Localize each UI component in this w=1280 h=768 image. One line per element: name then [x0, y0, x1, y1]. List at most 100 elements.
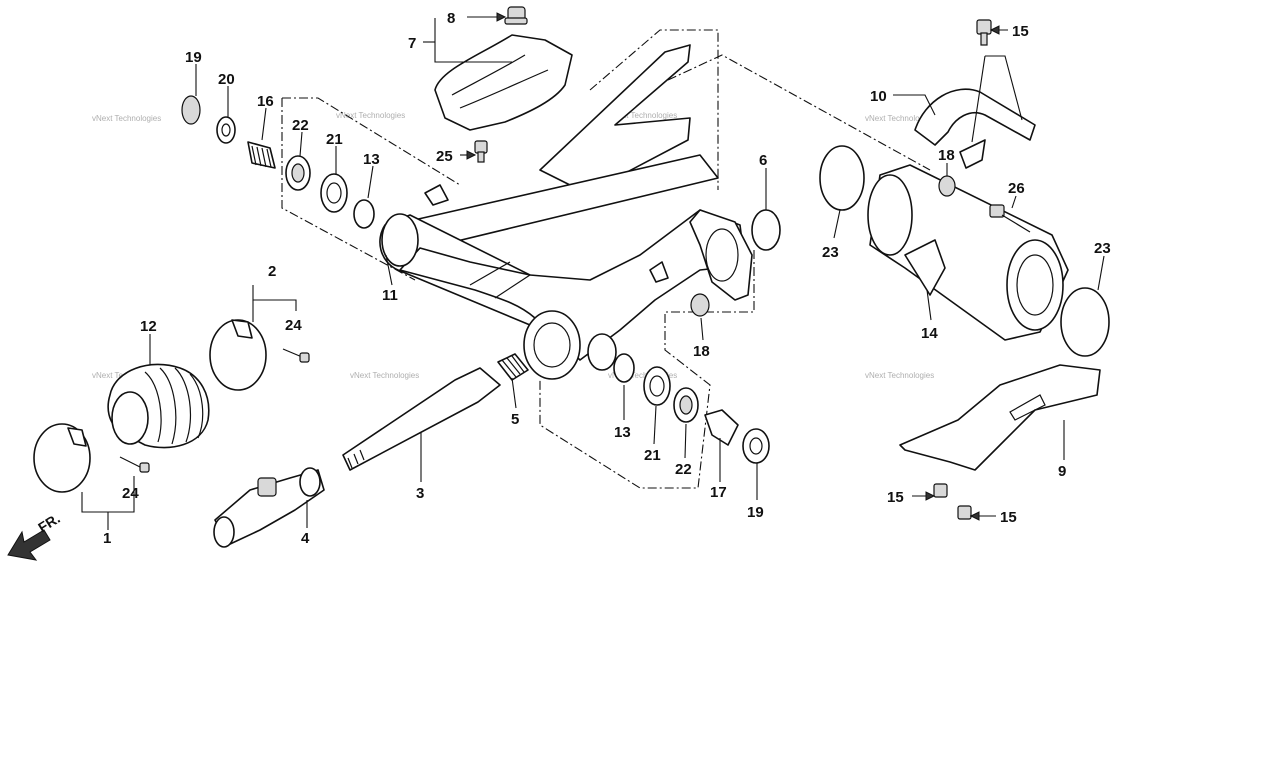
nut-18-right — [938, 175, 956, 197]
housing-14-flange-left — [867, 174, 913, 256]
swingarm-frame — [379, 44, 753, 380]
callout-22-right: 22 — [675, 461, 692, 478]
housing-14-bracket — [904, 239, 946, 296]
swingarm-rib-2 — [494, 274, 531, 299]
callout-15-lower: 15 — [887, 489, 904, 506]
drive-shaft-3-spline — [347, 449, 365, 469]
bolt-25 — [474, 140, 488, 154]
right-housing-group — [751, 19, 1110, 520]
nut-19-right-hole — [749, 437, 763, 455]
callout-4: 4 — [301, 530, 310, 547]
drive-shaft-3 — [342, 367, 501, 471]
bearing-21-left-inner — [326, 182, 342, 204]
assembly-line-left-top — [282, 97, 461, 186]
spring-5 — [497, 353, 529, 381]
callout-7: 7 — [408, 35, 416, 52]
o-ring-23-right — [1060, 287, 1110, 357]
callout-21-right: 21 — [644, 447, 661, 464]
swingarm-axle-housing — [523, 310, 581, 380]
boot-12-mouth — [111, 391, 149, 445]
swingarm-flange — [689, 209, 753, 301]
pivot-bolt-16-thread — [251, 145, 272, 168]
left-fastener-group — [181, 95, 375, 229]
front-arrow-icon — [7, 529, 51, 561]
collar-13-right — [613, 353, 635, 383]
watermark-2: vNext Technologies — [336, 111, 405, 120]
callout-16: 16 — [257, 93, 274, 110]
watermark-8: vNext Technologies — [865, 371, 934, 380]
front-arrow-group: FR. — [7, 510, 63, 561]
washer-20-hole — [221, 123, 231, 137]
swingarm-pivot-end — [381, 213, 419, 267]
callout-15-top: 15 — [1012, 23, 1029, 40]
assembly-line-left-bearings — [281, 98, 416, 281]
clamp-1-tab — [67, 427, 87, 447]
front-label: FR. — [35, 510, 63, 536]
assembly-line-top-frame — [589, 29, 719, 190]
bolt-15-top — [976, 19, 992, 35]
o-ring-6 — [751, 209, 781, 251]
callout-10: 10 — [870, 88, 887, 105]
callout-21-left: 21 — [326, 131, 343, 148]
assembly-line-right-down — [539, 250, 755, 489]
watermark-7: vNext Technologies — [608, 371, 677, 380]
collar-13-left — [353, 199, 375, 229]
callout-15-bottom: 15 — [1000, 509, 1017, 526]
swingarm-stub — [587, 333, 617, 371]
top-cover-group — [434, 6, 573, 163]
seal-22-left-inner — [291, 163, 305, 183]
callout-5: 5 — [511, 411, 519, 428]
callout-13-right: 13 — [614, 424, 631, 441]
leader-lines — [81, 16, 1105, 530]
bolt-15-top-shank — [980, 32, 988, 46]
callout-arrowheads — [466, 12, 1000, 521]
bearing-21-left — [320, 173, 348, 213]
callout-23-right: 23 — [1094, 240, 1111, 257]
callout-9: 9 — [1058, 463, 1066, 480]
top-cover — [434, 34, 573, 131]
bearing-21-right-inner — [649, 375, 665, 397]
housing-14-flange-right — [1006, 239, 1064, 331]
seal-22-right-inner — [679, 395, 693, 415]
universal-joint-4-cross — [257, 477, 277, 497]
top-cover-inner — [451, 54, 549, 109]
boot-12-ribs — [144, 367, 204, 445]
watermark-6: vNext Technologies — [350, 371, 419, 380]
spring-5-coils — [501, 355, 525, 378]
callout-24-lower: 24 — [122, 485, 139, 502]
swingarm-clip — [424, 184, 449, 206]
callout-18-center: 18 — [693, 343, 710, 360]
callout-2: 2 — [268, 263, 276, 280]
cap-10-foot — [959, 139, 986, 169]
callout-19-right: 19 — [747, 504, 764, 521]
bolt-8-head — [504, 17, 528, 25]
bearing-21-right — [643, 366, 671, 406]
o-ring-23-left — [819, 145, 865, 211]
cap-10 — [914, 88, 1036, 146]
nut-18-center — [690, 293, 710, 317]
housing-14-bore — [1016, 254, 1054, 316]
callouts: 19 20 16 22 21 13 8 7 25 6 15 10 18 26 2… — [103, 10, 1111, 547]
bolt-17 — [704, 409, 739, 446]
callout-11: 11 — [382, 287, 398, 304]
swingarm-clip-2 — [649, 261, 669, 283]
swingarm-flange-ring — [705, 228, 739, 282]
bolt-15-lower — [933, 483, 948, 498]
callout-1: 1 — [103, 530, 111, 547]
swingarm-axle-bore — [533, 322, 571, 368]
bolt-26 — [989, 204, 1031, 233]
callout-13-left: 13 — [363, 151, 380, 168]
universal-joint-4-yoke — [299, 467, 321, 497]
swingarm-rib — [469, 261, 511, 286]
callout-8: 8 — [447, 10, 455, 27]
assembly-lines — [281, 29, 931, 489]
callout-26: 26 — [1008, 180, 1025, 197]
nut-19-right — [742, 428, 770, 464]
watermark-1: vNext Technologies — [92, 114, 161, 123]
drive-group — [33, 319, 529, 548]
callout-3: 3 — [416, 485, 424, 502]
washer-20 — [216, 116, 236, 144]
nut-19 — [181, 95, 201, 125]
clamp-2-tab — [231, 319, 253, 339]
callout-25: 25 — [436, 148, 453, 165]
